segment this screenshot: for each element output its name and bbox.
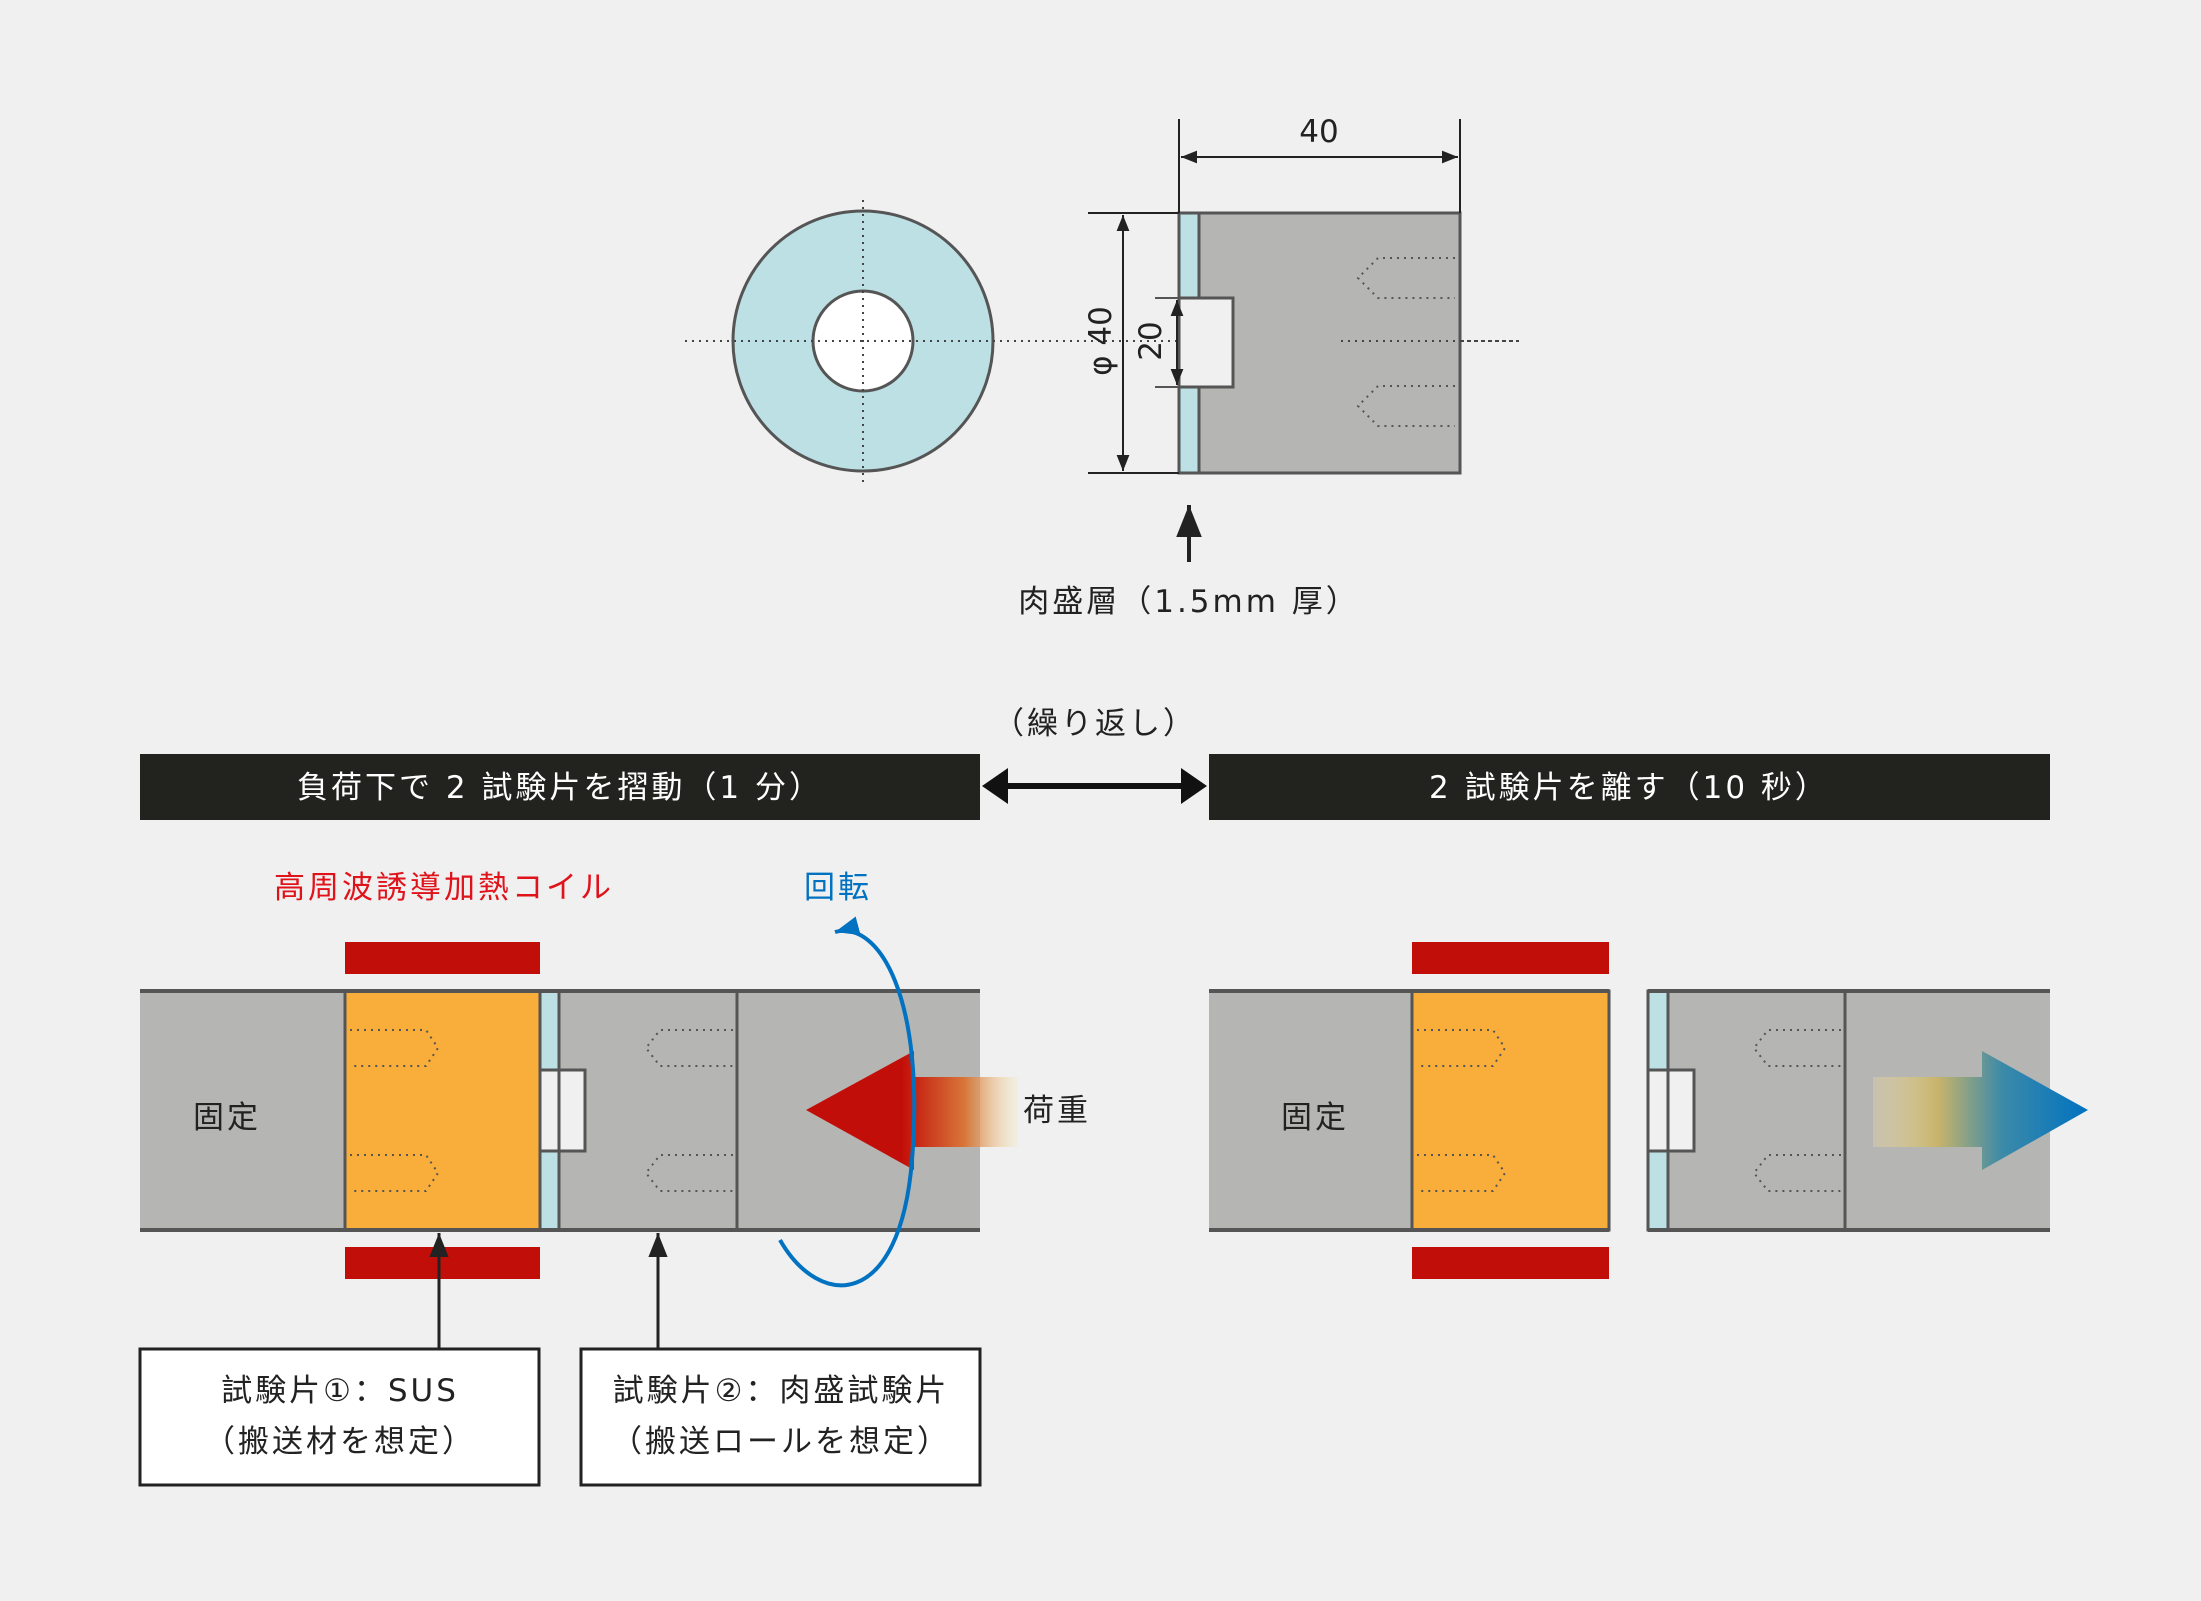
coil-top-right	[1412, 942, 1609, 974]
bore-dimension: 20	[1133, 321, 1169, 360]
separation-arrow	[1873, 1051, 2088, 1170]
specimen2-line1: 試験片②：肉盛試験片	[613, 1373, 950, 1409]
callout-lines	[429, 1233, 668, 1348]
specimen1-line1: 試験片①：SUS	[221, 1373, 459, 1409]
rotation-arrow	[778, 916, 917, 1288]
phase-right-label: 2 試験片を離す（10 秒）	[1429, 770, 1829, 806]
load-arrow	[806, 1051, 1018, 1170]
coil-label: 高周波誘導加熱コイル	[274, 870, 614, 906]
phase-left-label: 負荷下で 2 試験片を摺動（1 分）	[297, 770, 823, 806]
phase-right-bar	[1209, 754, 2050, 820]
specimen1-line2: （搬送材を想定）	[204, 1424, 476, 1460]
fixed-label-left: 固定	[193, 1100, 261, 1136]
coil-bottom-right	[1412, 1247, 1609, 1279]
load-label: 荷重	[1023, 1093, 1091, 1129]
length-dimension: 40	[1299, 114, 1338, 150]
rotation-label: 回転	[804, 870, 872, 906]
dimension-lines	[1088, 119, 1461, 474]
specimen1-box	[138, 1347, 541, 1487]
diameter-dimension: φ 40	[1083, 306, 1119, 376]
phase-left-bar	[140, 754, 980, 820]
fixed-label-right: 固定	[1281, 1100, 1349, 1136]
specimen2-line2: （搬送ロールを想定）	[611, 1424, 951, 1460]
coil-top-left	[345, 942, 540, 974]
overlay-label: 肉盛層（1.5mm 厚）	[1018, 584, 1360, 620]
specimen2-box	[579, 1347, 982, 1487]
coil-bottom-left	[345, 1247, 540, 1279]
repeat-double-arrow	[982, 768, 1207, 804]
repeat-label: （繰り返し）	[993, 706, 1197, 742]
